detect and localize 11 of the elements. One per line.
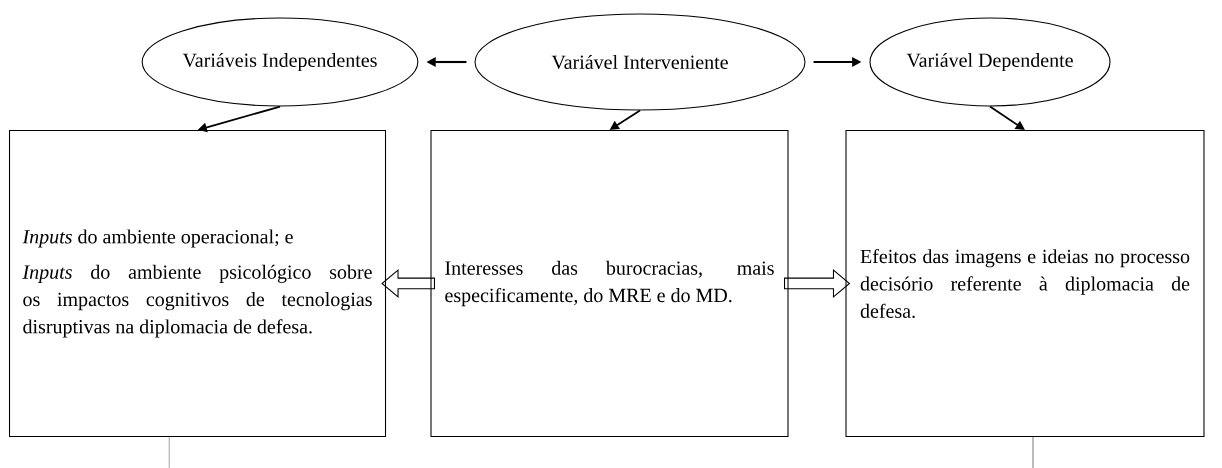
body-text: Inputs do ambiente operacional; e — [22, 229, 293, 248]
arrow — [989, 105, 1025, 130]
text-box — [430, 129, 789, 437]
body-text: Interesses das burocracias, mais especificamente, do MRE e do MD. — [445, 260, 774, 307]
body-text: Inputs do ambiente psicológico sobre os impactos cognitivos de tecnologias disruptivas na diplomacia de defesa. — [22, 264, 372, 338]
block-arrow — [381, 269, 435, 298]
text-box — [8, 129, 387, 437]
body-text: Efeitos das imagens e ideias no processo decisório referente à diplomacia de defesa. — [860, 249, 1190, 318]
block-arrow — [784, 269, 851, 298]
line — [1032, 436, 1034, 468]
text-box — [845, 129, 1205, 437]
